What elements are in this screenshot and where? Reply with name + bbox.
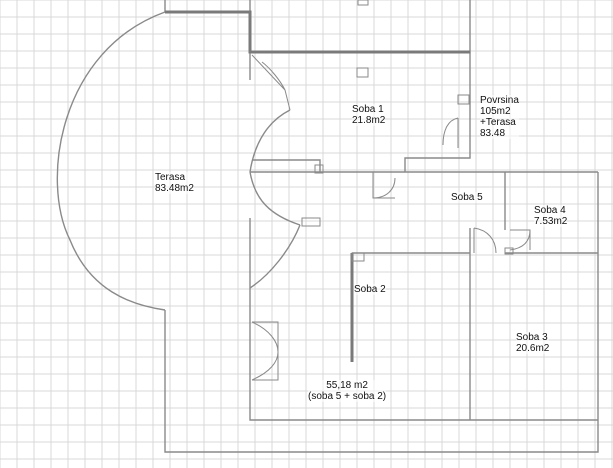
terasa-name: Terasa xyxy=(155,172,186,183)
povrsina-line3: +Terasa xyxy=(480,117,516,128)
glass-curve-mid xyxy=(249,224,301,289)
top-thick-wall xyxy=(165,10,470,54)
window-soba1 xyxy=(356,67,369,78)
outer-wall xyxy=(164,172,599,453)
povrsina-line1: Povrsina xyxy=(480,95,519,106)
soba3-area: 20.6m2 xyxy=(516,343,550,354)
soba1-label: Soba 1 21.8m2 xyxy=(352,104,386,126)
soba3-label: Soba 3 20.6m2 xyxy=(516,332,550,354)
soba5-label: Soba 5 xyxy=(451,192,483,203)
soba3-name: Soba 3 xyxy=(516,332,548,343)
west-lower-wall xyxy=(249,218,598,421)
glass-curve-lower xyxy=(249,171,301,226)
soba4-area: 7.53m2 xyxy=(534,216,568,227)
door-soba1-left xyxy=(251,54,291,111)
terasa-area: 83.48m2 xyxy=(155,183,194,194)
soba2-name: Soba 2 xyxy=(354,284,386,295)
door-soba1-right xyxy=(442,117,459,148)
top-wall xyxy=(249,0,471,53)
terrace-arc-wall xyxy=(56,11,166,311)
combined-area: 55,18 m2 xyxy=(326,380,368,391)
povrsina-line2: 105m2 xyxy=(480,106,511,117)
window-right xyxy=(457,94,470,105)
thick-walls xyxy=(165,10,470,362)
soba4-label: Soba 4 7.53m2 xyxy=(534,205,568,227)
soba1-bottom-wall xyxy=(252,159,321,172)
soba4-name: Soba 4 xyxy=(534,205,566,216)
combined-area-label: 55,18 m2 (soba 5 + soba 2) xyxy=(308,380,387,402)
marker-corridor-2 xyxy=(301,217,321,227)
glass-curve-upper xyxy=(249,109,291,173)
soba1-area: 21.8m2 xyxy=(352,115,386,126)
soba5-name: Soba 5 xyxy=(451,192,483,203)
marker-soba2 xyxy=(351,252,365,262)
doors xyxy=(251,0,531,381)
marker-soba4 xyxy=(504,247,514,255)
povrsina-line4: 83.48 xyxy=(480,128,506,139)
terasa-label: Terasa 83.48m2 xyxy=(155,172,194,194)
door-soba5 xyxy=(473,227,497,254)
door-corridor xyxy=(372,172,396,199)
marker-corridor xyxy=(314,164,324,174)
combined-note: (soba 5 + soba 2) xyxy=(308,391,387,402)
door-west-double xyxy=(251,321,279,381)
soba1-name: Soba 1 xyxy=(352,104,384,115)
upper-right-wall xyxy=(404,52,471,172)
povrsina-label: Povrsina 105m2 +Terasa 83.48 xyxy=(480,95,519,139)
window-top xyxy=(357,0,369,6)
soba2-label: Soba 2 xyxy=(354,284,386,295)
